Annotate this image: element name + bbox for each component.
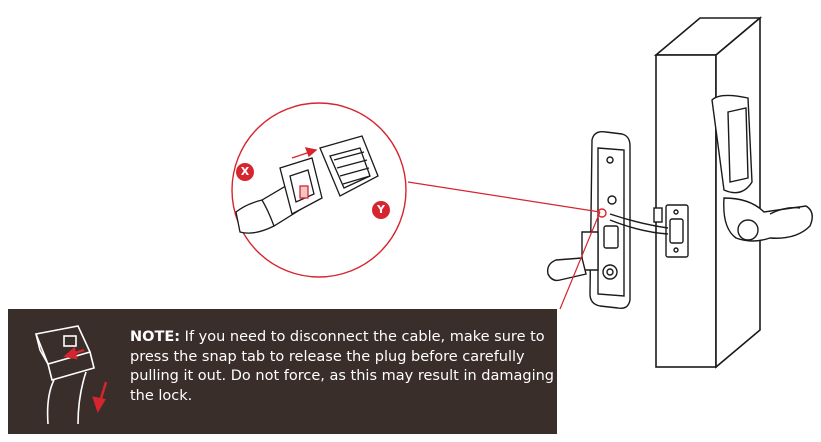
connecting-cable: [609, 213, 669, 235]
interior-lever: [546, 231, 599, 282]
exterior-lever-unit: [711, 94, 813, 242]
insertion-arrow: [291, 147, 318, 159]
callout-point: [597, 208, 607, 218]
x-marker-label: X: [240, 165, 250, 178]
y-marker-label: Y: [377, 203, 385, 216]
plug-release-icon: [34, 325, 108, 425]
note-body: If you need to disconnect the cable, mak…: [130, 329, 555, 404]
latch-plate: [653, 204, 689, 258]
note-label: NOTE:: [130, 329, 181, 345]
socket-connector: [319, 135, 379, 197]
door: [653, 16, 763, 369]
callout-leaders: [407, 181, 601, 310]
y-marker: [372, 201, 390, 219]
note-panel: [8, 309, 557, 434]
cable-plug: [235, 157, 323, 234]
note-text: NOTE: If you need to disconnect the cabl…: [130, 328, 555, 406]
x-marker: [236, 163, 254, 181]
